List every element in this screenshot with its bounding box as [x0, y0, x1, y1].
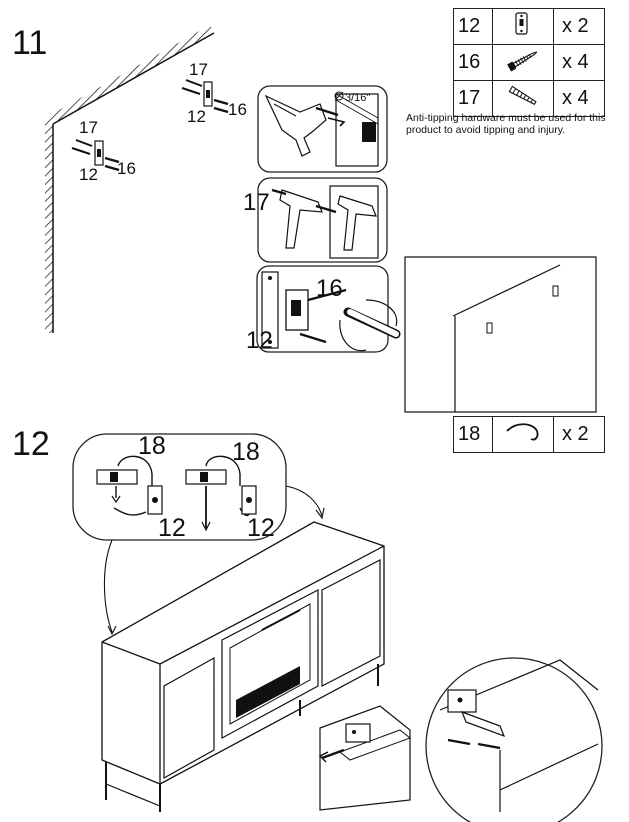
hardware-row: 16 x 4: [453, 44, 605, 81]
panel-screw-label: 16: [316, 275, 343, 302]
strap-detail-bubble: 18 18 12 12: [72, 432, 287, 542]
screw-icon: [492, 44, 554, 81]
panel-bracket-label: 12: [246, 327, 273, 354]
drill-panel: 3/16": [257, 85, 388, 173]
bracket-label-left: 12: [79, 165, 98, 184]
bracket-label-right: 12: [247, 514, 275, 542]
bracket-icon: [492, 8, 554, 45]
hardware-row: 12 x 2: [453, 8, 605, 45]
strap-icon: [492, 416, 554, 453]
quantity: x 2: [553, 416, 605, 453]
anchor-icon: [492, 80, 554, 117]
quantity: x 4: [553, 44, 605, 81]
wall-bracket-right: [181, 79, 229, 114]
hardware-row: 17 x 4: [453, 80, 605, 117]
strap-label-left: 18: [138, 432, 166, 460]
wall-bracket-left: [71, 139, 120, 172]
corner-detail-right: [425, 657, 603, 822]
tv-stand-cabinet: [101, 521, 385, 812]
step-11-number: 11: [12, 24, 48, 62]
unit-back-view: [404, 256, 597, 413]
bracket-label-right: 12: [187, 107, 206, 126]
warning-note: Anti-tipping hardware must be used for t…: [406, 112, 606, 136]
screw-label-right: 17: [189, 60, 208, 79]
part-number: 18: [453, 416, 493, 453]
strap-label-right: 18: [232, 438, 260, 466]
part-number: 16: [453, 44, 493, 81]
anchor-label-left: 16: [117, 159, 136, 178]
part-number: 12: [453, 8, 493, 45]
part-number: 17: [453, 80, 493, 117]
hammer-screw-label: 17: [243, 189, 270, 216]
hardware-row: 18 x 2: [453, 416, 605, 453]
screw-label-left: 17: [79, 118, 98, 137]
step-12-number: 12: [12, 425, 50, 463]
strap-table: 18 x 2: [453, 416, 605, 453]
hardware-table: 12 x 2 16 x 4 17 x 4: [453, 8, 605, 117]
quantity: x 4: [553, 80, 605, 117]
hammer-panel: 17: [243, 177, 388, 263]
screwdriver-panel: 16 12: [246, 265, 401, 354]
quantity: x 2: [553, 8, 605, 45]
corner-detail-left: [318, 705, 412, 811]
drill-bit-size: 3/16": [345, 92, 370, 104]
anchor-label-right: 16: [228, 100, 247, 119]
wall: [45, 25, 215, 333]
bracket-label-left: 12: [158, 514, 186, 542]
